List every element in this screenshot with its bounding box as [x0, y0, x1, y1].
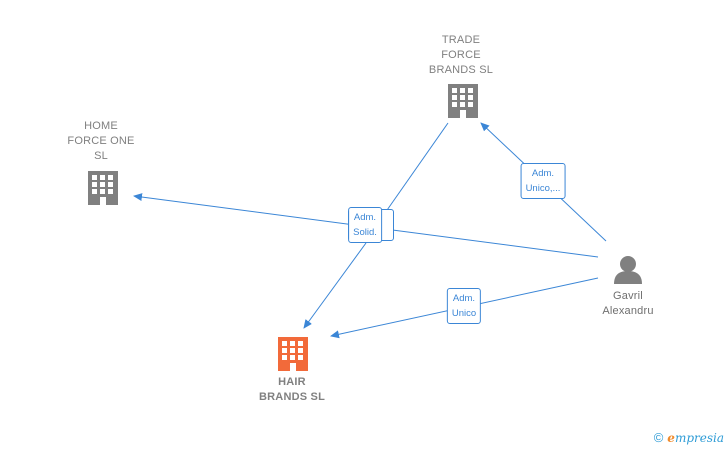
edge-trade-force-hair-brands-top	[384, 122, 449, 214]
edge-hair-brands-solid	[303, 242, 367, 329]
edge-label-adm-solid[interactable]: Adm. Solid.	[348, 207, 382, 243]
edge-label-adm-unico-trade[interactable]: Adm. Unico,...	[520, 163, 566, 199]
node-label-trade-force[interactable]: TRADE FORCE BRANDS SL	[428, 34, 494, 76]
edge-label-adm-unico-hair[interactable]: Adm. Unico	[446, 288, 482, 324]
footer-brand[interactable]: © empresia	[654, 430, 724, 445]
building-icon-hair-brands	[278, 337, 308, 371]
person-icon-gavril	[614, 256, 642, 284]
empresia-logo: empresia	[667, 430, 724, 445]
node-label-hair-brands[interactable]: HAIR BRANDS SL	[259, 376, 325, 403]
node-label-home-force[interactable]: HOME FORCE ONE SL	[67, 120, 135, 162]
building-icon-home-force	[88, 171, 118, 205]
building-icon-trade-force	[448, 84, 478, 118]
node-label-gavril[interactable]: Gavril Alexandru	[602, 290, 654, 317]
copyright-symbol: ©	[653, 430, 664, 445]
